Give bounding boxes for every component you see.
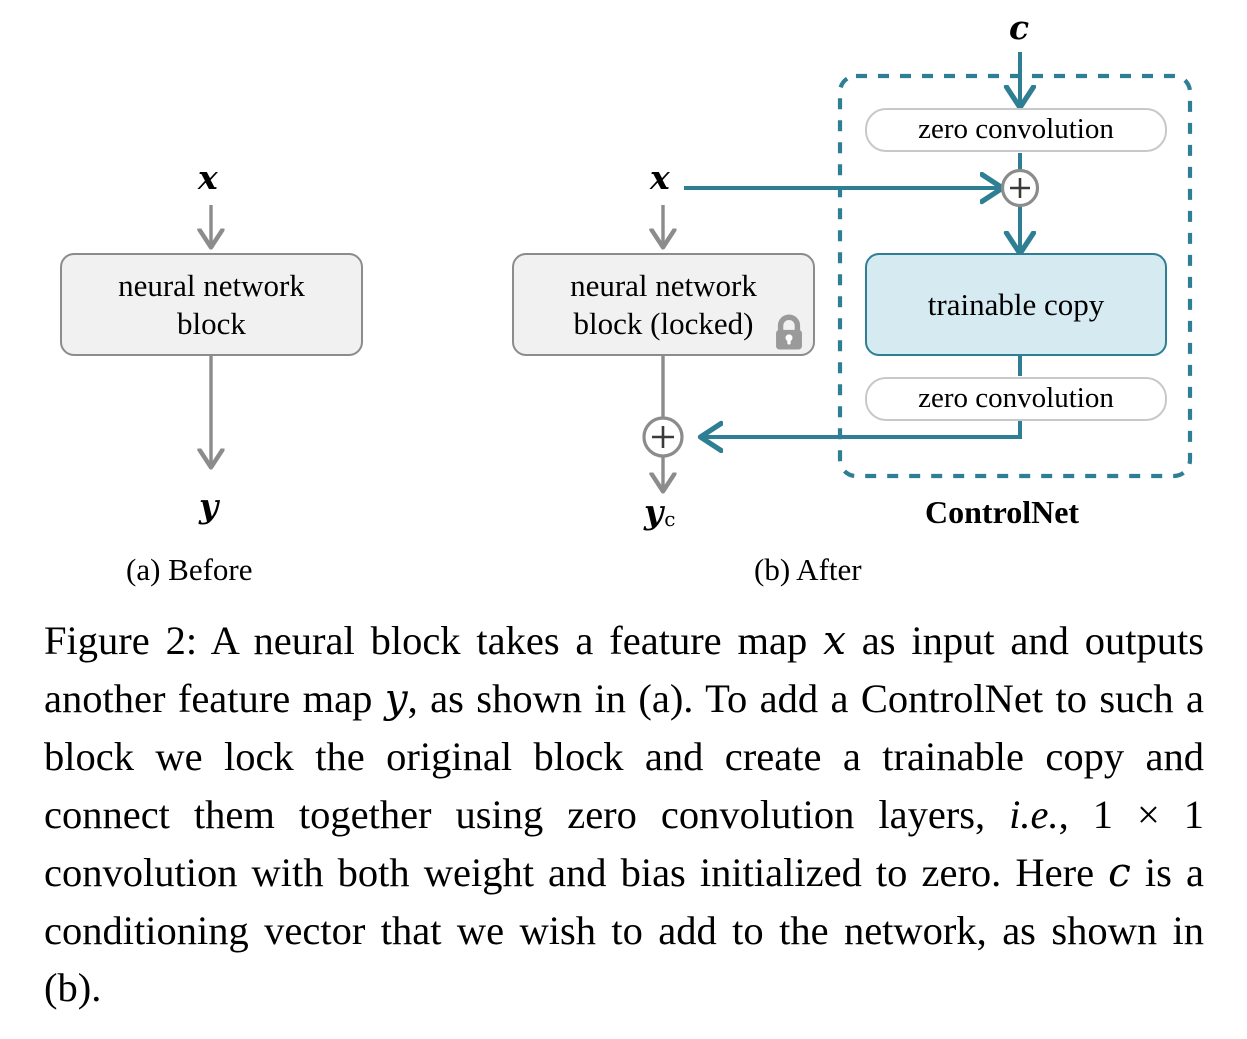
caption-run-7: × [1136, 791, 1160, 837]
subcaption-a: (a) Before [126, 552, 253, 587]
diagram-connectors [0, 52, 1193, 600]
caption-run-5: i.e. [1009, 791, 1059, 837]
caption-run-2: as input and outputs another feature map [44, 618, 1204, 721]
block-a-line2: block [177, 305, 246, 341]
caption-run-10: is a conditioning vector that we wish to… [44, 849, 1204, 1011]
trainable-copy-label: trainable copy [927, 286, 1105, 322]
label-x-a: x [198, 158, 218, 197]
label-c: c [1009, 8, 1030, 47]
zero-convolution-top-label: zero convolution [918, 113, 1114, 146]
caption-run-3: y [384, 673, 408, 722]
label-y-a: y [199, 486, 219, 525]
neural-network-block-a-label: neural network block [118, 267, 305, 343]
sum-node-output [642, 416, 684, 458]
arrow-zeroconv-bottom-to-sum [702, 421, 1022, 437]
label-yc: yc [644, 492, 675, 531]
subcaption-b: (b) After [754, 552, 862, 587]
trainable-copy-block: trainable copy [865, 253, 1167, 356]
panel-b-teal-connectors [684, 52, 1020, 437]
sum-node-controlnet [1000, 168, 1040, 208]
caption-run-1: x [823, 616, 846, 664]
caption-run-0: Figure 2: A neural block takes a feature… [44, 618, 824, 663]
diagram-area: x neural network block y (a) Before x c … [0, 8, 1193, 600]
lock-icon [768, 312, 810, 354]
block-a-line1: neural network [118, 267, 305, 303]
controlnet-dashed-frame [837, 73, 1193, 479]
controlnet-label: ControlNet [925, 494, 1080, 530]
caption-run-9: c [1108, 847, 1131, 896]
caption-run-4: , as shown in (a). To add a ControlNet t… [44, 675, 1205, 837]
zero-convolution-bottom: zero convolution [865, 377, 1167, 421]
caption-run-6: , 1 [1058, 791, 1137, 837]
caption-run-8: 1 convolution with both weight and bias … [44, 791, 1204, 895]
neural-network-block-locked: neural network block (locked) [512, 253, 815, 356]
neural-network-block-a: neural network block [60, 253, 363, 356]
figure-caption: Figure 2: A neural block takes a feature… [44, 612, 1204, 1017]
label-x-b: x [650, 158, 670, 197]
zero-convolution-top: zero convolution [865, 108, 1167, 152]
block-b-line2: block (locked) [573, 305, 754, 341]
neural-network-block-locked-label: neural network block (locked) [570, 267, 757, 343]
label-yc-subscript: c [664, 507, 676, 531]
block-b-line1: neural network [570, 267, 757, 303]
zero-convolution-bottom-label: zero convolution [918, 382, 1114, 415]
label-yc-base: y [644, 492, 664, 531]
